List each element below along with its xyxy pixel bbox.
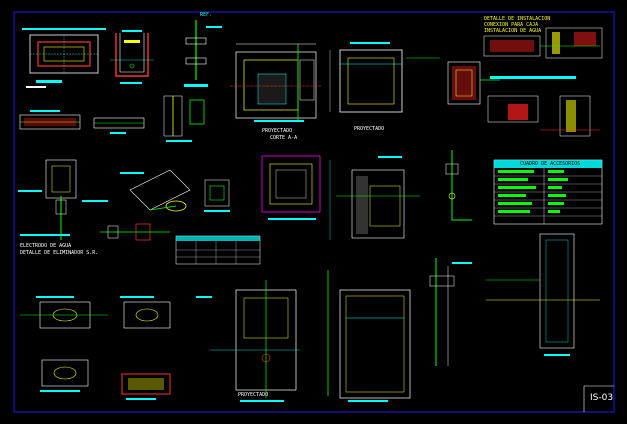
detail-riser-elevation xyxy=(429,258,472,366)
detail-wall-strip xyxy=(19,110,145,134)
title-tank-section-a-sub: CORTE A-A xyxy=(270,135,298,141)
title-tank-section-a: PROYECTADO xyxy=(262,128,293,134)
detail-wall-connection xyxy=(483,27,603,79)
detail-register-plan xyxy=(261,155,321,220)
detail-register-box-4 xyxy=(121,373,171,400)
detail-box-plan xyxy=(22,28,106,88)
sheet-frame xyxy=(13,11,615,413)
detail-cistern-section xyxy=(327,270,411,402)
title-meter-detail-1: ELECTRODO DE AGUA xyxy=(20,243,72,249)
title-block xyxy=(583,385,614,412)
detail-meter-connection xyxy=(20,223,170,241)
detail-small-fittings xyxy=(163,95,205,142)
detail-box-section xyxy=(110,30,154,84)
detail-tank-section-a xyxy=(230,43,322,122)
detail-tank-section-b xyxy=(329,42,440,113)
note-top-right-1: DETALLE DE INSTALACION xyxy=(484,16,551,22)
note-top-right-3: INSTALACION DE AGUA xyxy=(484,28,542,34)
detail-pit xyxy=(447,61,500,105)
title-plan-bottom: PROYECTADO xyxy=(238,392,269,398)
detail-elevated-tank xyxy=(486,233,600,356)
note-ref: REF. xyxy=(200,12,213,18)
detail-slab-right xyxy=(487,95,600,137)
detail-register-box-3 xyxy=(40,359,89,392)
detail-pipe-riser-right xyxy=(445,150,472,221)
accessories-table xyxy=(493,159,603,225)
table-header: CUADRO DE ACCESORIOS xyxy=(520,161,581,167)
sheet-number: IS-03 xyxy=(590,393,614,403)
detail-iso-fitting xyxy=(120,169,191,212)
detail-inspection-chamber xyxy=(329,156,420,240)
detail-riser xyxy=(184,20,222,87)
detail-plan-bottom xyxy=(196,280,300,402)
note-top-right-2: CONEXION PARA CAJA xyxy=(484,22,539,28)
detail-register-box-1 xyxy=(20,296,108,329)
detail-valve-box xyxy=(204,179,230,212)
detail-meter-column xyxy=(18,159,108,240)
title-meter-detail-2: DETALLE DE ELIMINADOR S.R. xyxy=(20,250,99,256)
title-tank-section-b: PROYECTADO xyxy=(354,126,385,132)
detail-dimension-table xyxy=(175,235,261,265)
detail-register-box-2 xyxy=(120,296,171,329)
